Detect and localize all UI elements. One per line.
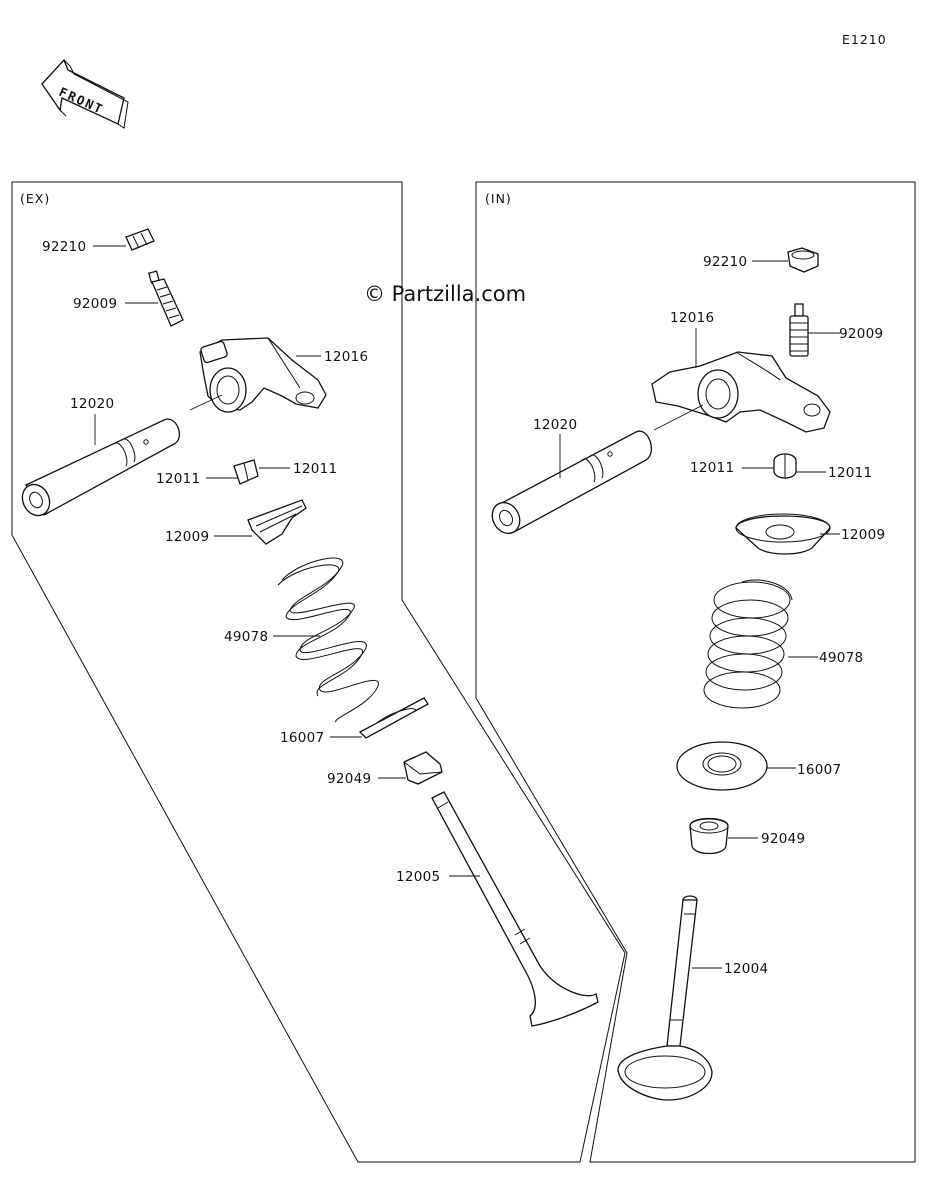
in-spring-retainer-icon: [735, 513, 831, 555]
in-part-12004-label[interactable]: 12004: [724, 961, 768, 977]
exhaust-section-label: (EX): [20, 191, 50, 206]
in-part-12011-left-label[interactable]: 12011: [690, 460, 734, 476]
ex-adjusting-screw-icon: [148, 270, 184, 327]
in-stem-seal-icon: [689, 817, 729, 855]
ex-spring-seat-icon: [358, 697, 429, 739]
ex-part-12011-right-label[interactable]: 12011: [293, 461, 337, 477]
in-valve-spring-icon: [703, 579, 793, 709]
exhaust-frame: [11, 181, 626, 1163]
in-adjusting-screw-icon: [789, 303, 809, 357]
ex-valve-spring-icon: [277, 557, 379, 723]
ex-part-12009-label[interactable]: 12009: [165, 529, 209, 545]
ex-part-12011-left-label[interactable]: 12011: [156, 471, 200, 487]
in-part-92049-label[interactable]: 92049: [761, 831, 805, 847]
ex-rocker-shaft-icon: [21, 418, 180, 517]
in-part-12009-label[interactable]: 12009: [841, 527, 885, 543]
in-part-12011-right-label[interactable]: 12011: [828, 465, 872, 481]
ex-cotter-icon: [233, 459, 259, 485]
in-part-92210-label[interactable]: 92210: [703, 254, 747, 270]
ex-nut-icon: [125, 228, 155, 251]
intake-frame: [475, 181, 916, 1163]
diagram-code: E1210: [842, 32, 887, 47]
in-part-12020-label[interactable]: 12020: [533, 417, 577, 433]
in-nut-icon: [787, 247, 819, 273]
in-part-12016-label[interactable]: 12016: [670, 310, 714, 326]
ex-part-49078-label[interactable]: 49078: [224, 629, 268, 645]
ex-part-12005-label[interactable]: 12005: [396, 869, 440, 885]
intake-section-label: (IN): [485, 191, 512, 206]
ex-stem-seal-icon: [403, 751, 443, 785]
ex-part-16007-label[interactable]: 16007: [280, 730, 324, 746]
ex-part-92009-label[interactable]: 92009: [73, 296, 117, 312]
ex-rocker-arm-icon: [199, 337, 327, 413]
in-rocker-shaft-icon: [491, 430, 652, 535]
in-part-49078-label[interactable]: 49078: [819, 650, 863, 666]
in-part-92009-label[interactable]: 92009: [839, 326, 883, 342]
front-arrow-icon: FRONT: [41, 58, 129, 129]
in-spring-seat-icon: [676, 741, 768, 791]
ex-part-12016-label[interactable]: 12016: [324, 349, 368, 365]
ex-part-92210-label[interactable]: 92210: [42, 239, 86, 255]
in-valve-icon: [617, 895, 713, 1101]
in-rocker-arm-icon: [651, 351, 831, 433]
ex-spring-retainer-icon: [247, 499, 307, 545]
ex-valve-icon: [431, 791, 599, 1027]
ex-part-92049-label[interactable]: 92049: [327, 771, 371, 787]
in-cotter-icon: [773, 453, 797, 479]
ex-part-12020-label[interactable]: 12020: [70, 396, 114, 412]
in-part-16007-label[interactable]: 16007: [797, 762, 841, 778]
watermark: © Partzilla.com: [364, 282, 526, 306]
